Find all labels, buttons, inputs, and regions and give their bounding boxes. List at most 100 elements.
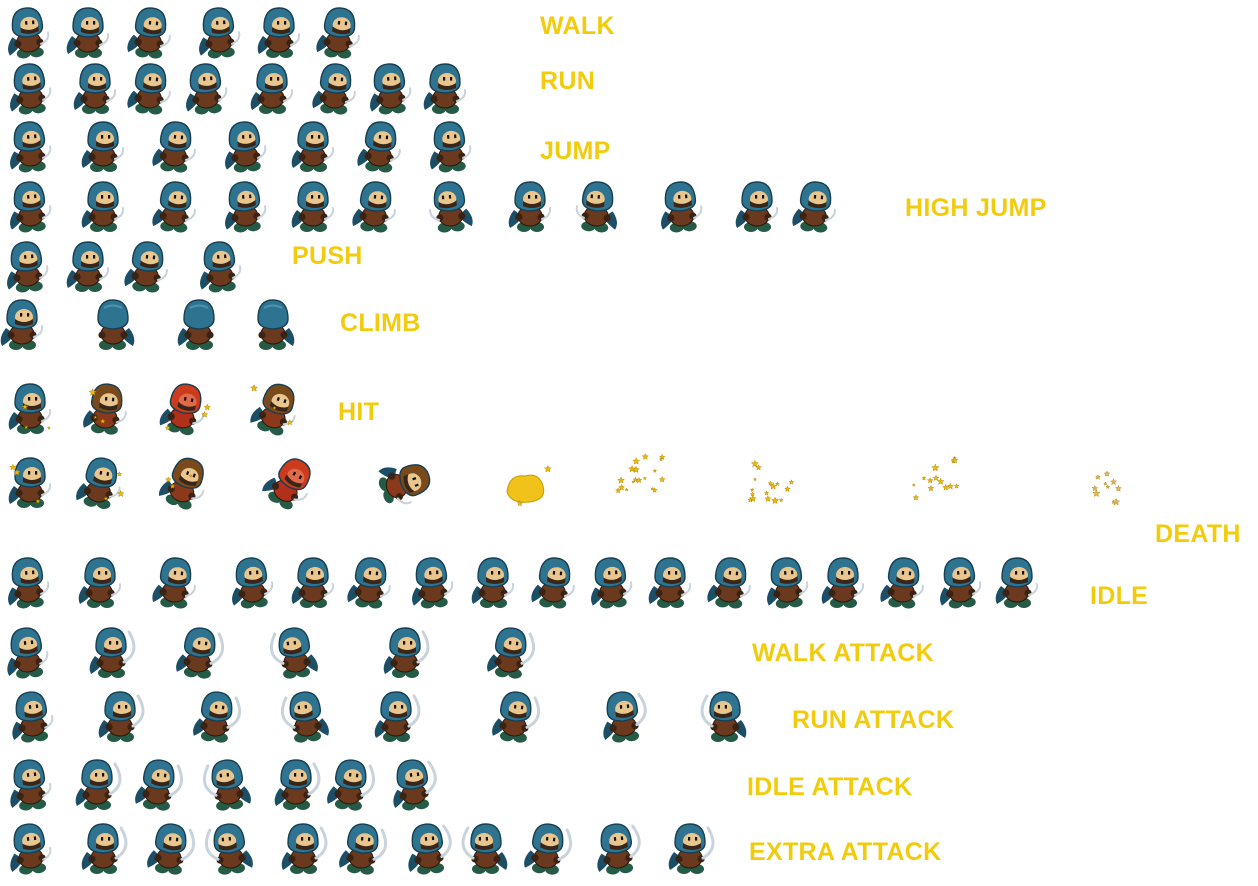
hit-row: HIT xyxy=(0,376,1258,444)
sprite-frame xyxy=(269,622,321,680)
ninja-sprite-icon xyxy=(10,121,52,173)
sprite-frame xyxy=(1079,452,1131,510)
sprite-frame xyxy=(664,818,716,876)
ninja-sprite-icon xyxy=(531,557,575,609)
ninja-sprite-icon xyxy=(821,557,865,608)
sprite-frame xyxy=(69,58,121,116)
sprite-frame xyxy=(280,686,332,744)
ninja-sprite-icon xyxy=(250,383,296,436)
idle-attack-label: IDLE ATTACK xyxy=(747,773,913,801)
high-jump-label: HIGH JUMP xyxy=(905,194,1047,222)
sprite-frame xyxy=(419,58,471,116)
sprite-frame xyxy=(149,116,201,174)
ninja-sprite-icon xyxy=(10,759,52,811)
ninja-sprite-icon xyxy=(747,459,795,505)
sprite-frame xyxy=(313,2,365,60)
sprite-frame xyxy=(402,818,454,876)
ninja-sprite-icon xyxy=(423,63,467,114)
sprite-frame xyxy=(789,176,841,234)
sprite-frame xyxy=(180,58,232,116)
sprite-frame xyxy=(219,176,271,234)
sprite-frame xyxy=(149,176,201,234)
ninja-sprite-icon xyxy=(352,181,396,233)
ninja-sprite-icon xyxy=(257,7,301,58)
sprite-frame xyxy=(406,552,458,610)
ninja-sprite-icon xyxy=(280,691,329,743)
push-label: PUSH xyxy=(292,242,363,270)
sprite-frame xyxy=(484,622,536,680)
sprite-frame xyxy=(6,686,58,744)
ninja-sprite-icon xyxy=(159,383,211,436)
sprite-frame xyxy=(193,2,245,60)
ninja-sprite-icon xyxy=(10,63,52,115)
ninja-sprite-icon xyxy=(767,557,809,609)
ninja-sprite-icon xyxy=(291,121,335,172)
ninja-sprite-icon xyxy=(492,691,541,743)
ninja-sprite-icon xyxy=(648,557,692,608)
sprite-frame xyxy=(158,452,211,510)
sprite-frame xyxy=(370,686,422,744)
sprite-frame xyxy=(424,116,476,174)
sprite-frame xyxy=(132,754,184,812)
ninja-sprite-icon xyxy=(327,759,376,811)
sprite-frame xyxy=(499,452,552,510)
sprite-frame xyxy=(173,294,225,352)
sprite-frame xyxy=(379,622,431,680)
run-row: RUN xyxy=(0,56,1258,116)
sprite-frame xyxy=(467,552,519,610)
sprite-frame xyxy=(614,452,666,510)
death-label: DEATH xyxy=(1155,520,1241,548)
ninja-sprite-icon xyxy=(152,557,196,609)
sprite-frame xyxy=(4,452,56,510)
ninja-sprite-icon xyxy=(135,759,184,811)
ninja-sprite-icon xyxy=(81,181,125,232)
ninja-sprite-icon xyxy=(374,691,421,742)
sprite-frame xyxy=(270,754,322,812)
ninja-sprite-icon xyxy=(357,121,401,173)
sprite-frame xyxy=(309,58,361,116)
ninja-sprite-icon xyxy=(8,557,50,609)
sprite-frame xyxy=(4,176,56,234)
ninja-sprite-icon xyxy=(12,691,54,743)
sprite-frame xyxy=(158,378,211,436)
sprite-frame xyxy=(124,2,176,60)
ninja-sprite-icon xyxy=(291,557,335,608)
ninja-sprite-icon xyxy=(1091,470,1122,506)
ninja-sprite-icon xyxy=(176,627,225,679)
ninja-sprite-icon xyxy=(98,691,145,742)
sprite-frame xyxy=(424,176,476,234)
ninja-sprite-icon xyxy=(911,455,960,501)
sprite-frame xyxy=(761,552,813,610)
ninja-sprite-icon xyxy=(383,627,430,678)
ninja-sprite-icon xyxy=(257,299,295,350)
ninja-sprite-icon xyxy=(81,823,128,874)
sprite-frame xyxy=(731,176,783,234)
extra-attack-label: EXTRA ATTACK xyxy=(749,838,942,866)
sprite-frame xyxy=(378,452,431,510)
ninja-sprite-icon xyxy=(597,823,641,875)
sprite-frame xyxy=(173,622,225,680)
sprite-frame xyxy=(77,116,129,174)
idle-attack-row: IDLE ATTACK xyxy=(0,752,1258,814)
sprite-frame xyxy=(226,552,278,610)
ninja-sprite-icon xyxy=(81,121,125,172)
ninja-sprite-icon xyxy=(152,121,196,173)
ninja-sprite-icon xyxy=(232,557,274,609)
ninja-sprite-icon xyxy=(408,823,452,875)
walk-row: WALK xyxy=(0,0,1258,60)
sprite-frame xyxy=(585,552,637,610)
ninja-sprite-icon xyxy=(880,557,924,609)
ninja-sprite-icon xyxy=(370,63,412,115)
high-jump-row: HIGH JUMP xyxy=(0,174,1258,234)
sprite-frame xyxy=(489,686,541,744)
sprite-frame xyxy=(62,236,114,294)
ninja-sprite-icon xyxy=(262,458,311,510)
sprite-frame xyxy=(121,236,173,294)
ninja-sprite-icon xyxy=(89,627,136,678)
walk-label: WALK xyxy=(540,12,615,40)
sprite-frame xyxy=(247,294,299,352)
sprite-frame xyxy=(344,552,396,610)
sprite-frame xyxy=(354,116,406,174)
ninja-sprite-icon xyxy=(76,457,125,509)
ninja-sprite-icon xyxy=(274,759,321,810)
